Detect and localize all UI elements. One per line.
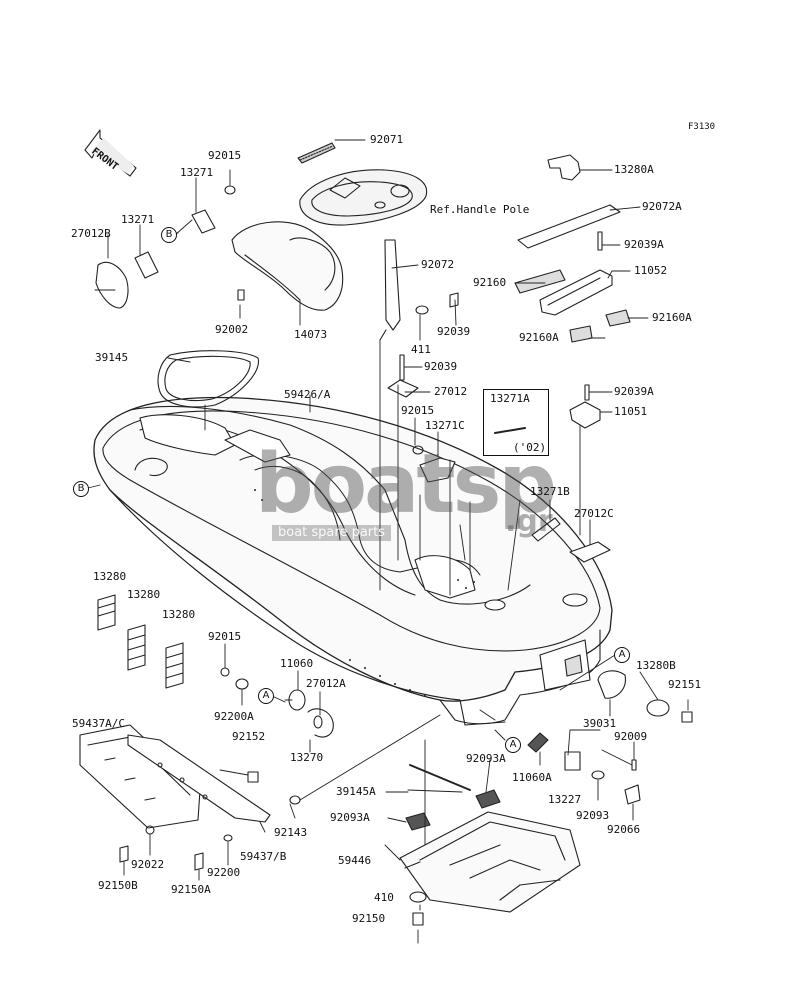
part-label: 59437/B [240, 850, 287, 863]
part-label: 27012A [306, 677, 346, 690]
ref-circle-a: A [505, 737, 521, 753]
part-label: 13271 [180, 166, 214, 179]
part-label: 13271 [121, 213, 155, 226]
handle-pole-cover [297, 142, 428, 226]
part-label: 92039 [437, 325, 471, 338]
part-label: 92039 [424, 360, 458, 373]
ref-handle-pole-label: Ref.Handle Pole [430, 203, 530, 216]
part-label: 92022 [131, 858, 165, 871]
part-label: 92150B [98, 879, 138, 892]
part-label: 92150 [352, 912, 386, 925]
year-note-box [483, 389, 549, 456]
part-label: 11060A [512, 771, 552, 784]
part-label: 13270 [290, 751, 324, 764]
ref-circle-b: B [73, 481, 89, 497]
part-label: 39031 [583, 717, 617, 730]
watermark-main: boatsp [255, 437, 557, 532]
part-label: 92072 [421, 258, 455, 271]
front-arrow-icon [84, 129, 137, 177]
part-label: 13280 [162, 608, 196, 621]
hull-59426 [93, 396, 613, 726]
ref-circle-b: B [161, 227, 177, 243]
ref-circle-a: A [258, 688, 274, 704]
watermark-tld: .gr [505, 504, 553, 539]
part-label: 13271B [530, 485, 570, 498]
part-label: 92071 [370, 133, 404, 146]
seat-14073 [231, 221, 344, 311]
part-label: 92015 [401, 404, 435, 417]
part-label: 59446 [338, 854, 372, 867]
part-label: 39145 [95, 351, 129, 364]
part-label: 92200 [207, 866, 241, 879]
part-label: 92160A [519, 331, 559, 344]
part-label: 14073 [294, 328, 328, 341]
part-label: 92066 [607, 823, 641, 836]
part-label: 92160A [652, 311, 692, 324]
part-label: 411 [411, 343, 431, 356]
part-label: 92143 [274, 826, 308, 839]
part-label: 59437A/C [72, 717, 125, 730]
part-label: 27012B [71, 227, 111, 240]
part-label: 92160 [473, 276, 507, 289]
part-label: 27012C [574, 507, 614, 520]
watermark-sub: boat spare parts [272, 525, 392, 541]
part-label: 13271C [425, 419, 465, 432]
part-label: 92093 [576, 809, 610, 822]
part-label: 39145A [336, 785, 376, 798]
figure-code: F3130 [688, 122, 716, 132]
part-label: 13280 [127, 588, 161, 601]
gasket-39145 [157, 350, 259, 408]
year-note: ('02) [513, 441, 547, 454]
part-label: 13271A [490, 392, 530, 405]
part-label: 92015 [208, 149, 242, 162]
ride-plate-59446 [399, 811, 581, 913]
part-label: 92072A [642, 200, 682, 213]
part-label: 92039A [624, 238, 664, 251]
part-label: 59426/A [284, 388, 331, 401]
part-label: 13280B [636, 659, 676, 672]
part-label: 13280 [93, 570, 127, 583]
part-label: 11060 [280, 657, 314, 670]
part-label: 13227 [548, 793, 582, 806]
part-label: 92009 [614, 730, 648, 743]
part-label: 92015 [208, 630, 242, 643]
part-label: 27012 [434, 385, 468, 398]
part-label: 11052 [634, 264, 668, 277]
part-label: 410 [374, 891, 394, 904]
scupper-59437 [79, 724, 271, 829]
part-label: 92151 [668, 678, 702, 691]
clips-13280 [97, 594, 184, 689]
part-label: 11051 [614, 405, 648, 418]
part-label: 92093A [330, 811, 370, 824]
part-label: 92002 [215, 323, 249, 336]
part-label: 13280A [614, 163, 654, 176]
part-label: 92150A [171, 883, 211, 896]
part-label: 92039A [614, 385, 654, 398]
part-label: 92200A [214, 710, 254, 723]
ref-circle-a: A [614, 647, 630, 663]
part-label: 92152 [232, 730, 266, 743]
part-label: 92093A [466, 752, 506, 765]
